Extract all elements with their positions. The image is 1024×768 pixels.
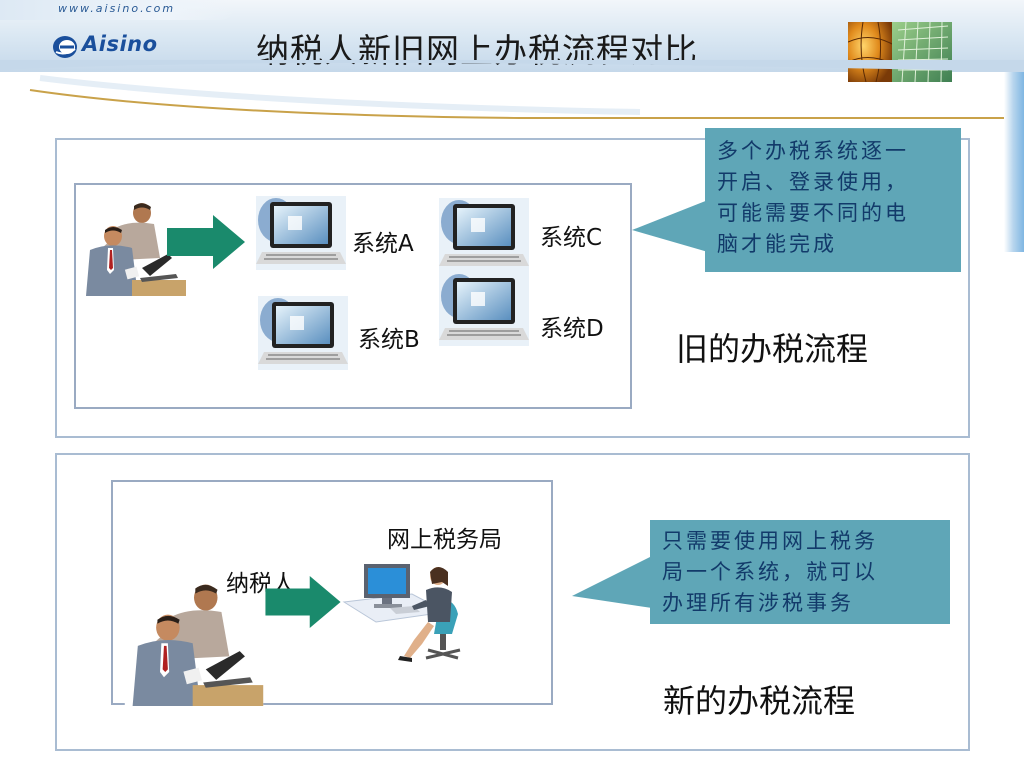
people-at-laptop-icon [124,578,264,706]
system-c-label: 系统C [540,225,603,251]
old-process-title: 旧的办税流程 [676,330,869,368]
system-d-label: 系统D [540,316,604,342]
right-arrow-icon [265,576,341,628]
logo-mark-icon [53,36,77,58]
site-url: www.aisino.com [58,2,176,15]
new-process-title: 新的办税流程 [663,682,856,720]
computer-a-icon [256,196,346,270]
system-b-label: 系统B [358,327,420,353]
tax-bureau-label: 网上税务局 [387,527,502,553]
computer-d-icon [439,272,529,346]
new-process-callout: 只需要使用网上税务 局一个系统，就可以 办理所有涉税事务 [650,520,950,624]
system-a-label: 系统A [352,231,414,257]
old-process-callout: 多个办税系统逐一 开启、登录使用， 可能需要不同的电 脑才能完成 [705,128,961,272]
old-callout-tail [632,200,708,252]
url-strip: www.aisino.com [0,0,235,20]
right-accent-bar [1004,72,1024,252]
old-callout-line: 开启、登录使用， [717,170,909,194]
computer-b-icon [258,296,348,370]
old-callout-line: 脑才能完成 [717,232,837,256]
old-callout-line: 多个办税系统逐一 [717,139,909,163]
new-callout-line: 办理所有涉税事务 [662,591,854,615]
people-at-laptop-icon [80,198,186,296]
computer-c-icon [439,198,529,272]
office-worker-desk-icon [342,564,461,662]
new-callout-line: 局一个系统，就可以 [662,560,878,584]
header-photo-icon [848,22,952,82]
new-callout-tail [572,556,652,608]
right-arrow-icon [167,215,245,269]
aisino-logo: Aisino [52,32,172,62]
new-callout-line: 只需要使用网上税务 [662,529,878,553]
old-callout-line: 可能需要不同的电 [717,201,909,225]
header-swoosh [0,60,1024,119]
logo-text: Aisino [82,32,158,56]
